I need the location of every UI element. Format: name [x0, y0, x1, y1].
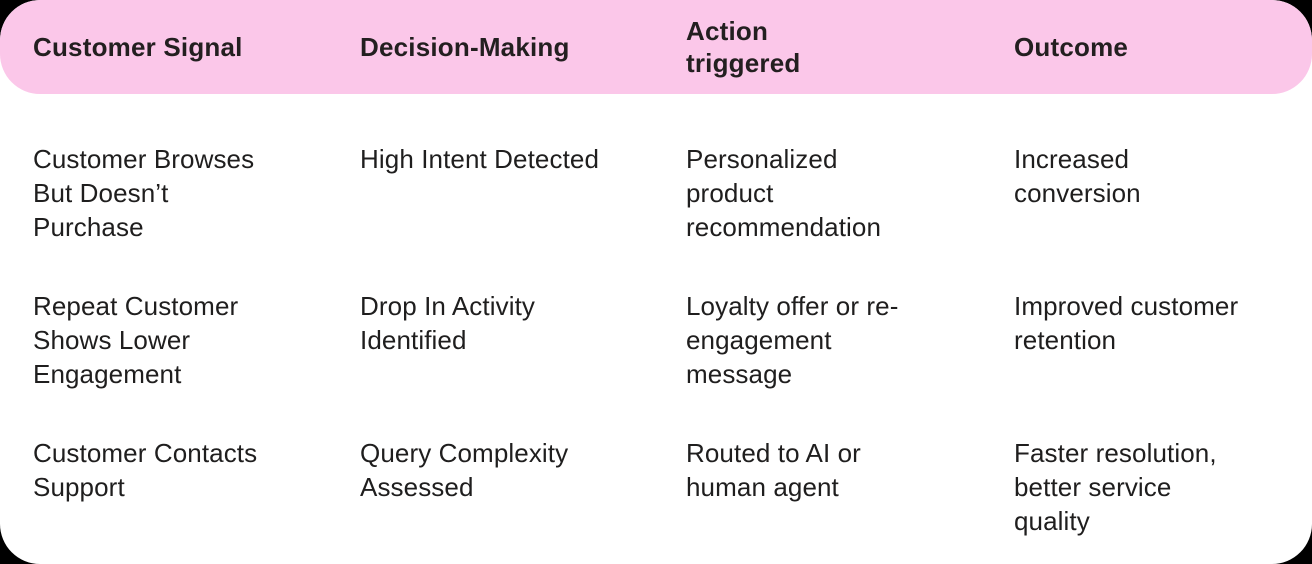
- cell-customer-signal: Customer Contacts Support: [33, 438, 258, 502]
- header-cell-outcome: Outcome: [1014, 32, 1129, 62]
- table-row: Customer Contacts Support Query Complexi…: [0, 436, 1312, 538]
- cell-customer-signal: Customer Browses But Doesn’t Purchase: [33, 144, 255, 242]
- header-cell-action-triggered: Action triggered: [686, 16, 801, 78]
- cell-action-triggered: Loyalty offer or re- engagement message: [686, 291, 899, 389]
- cell-customer-signal: Repeat Customer Shows Lower Engagement: [33, 291, 239, 389]
- table-body: Customer Browses But Doesn’t Purchase Hi…: [0, 94, 1312, 538]
- header-cell-customer-signal: Customer Signal: [33, 32, 243, 62]
- cell-decision-making: Query Complexity Assessed: [360, 438, 569, 502]
- header-cell-decision-making: Decision-Making: [360, 32, 570, 62]
- table-row: Repeat Customer Shows Lower Engagement D…: [0, 289, 1312, 391]
- table-row: Customer Browses But Doesn’t Purchase Hi…: [0, 142, 1312, 244]
- cell-outcome: Increased conversion: [1014, 144, 1141, 208]
- cell-decision-making: Drop In Activity Identified: [360, 291, 535, 355]
- table-header-row: Customer Signal Decision-Making Action t…: [0, 0, 1312, 94]
- cell-action-triggered: Routed to AI or human agent: [686, 438, 861, 502]
- cell-outcome: Improved customer retention: [1014, 291, 1239, 355]
- cell-outcome: Faster resolution, better service qualit…: [1014, 438, 1217, 536]
- cell-decision-making: High Intent Detected: [360, 144, 600, 174]
- cell-action-triggered: Personalized product recommendation: [686, 144, 882, 242]
